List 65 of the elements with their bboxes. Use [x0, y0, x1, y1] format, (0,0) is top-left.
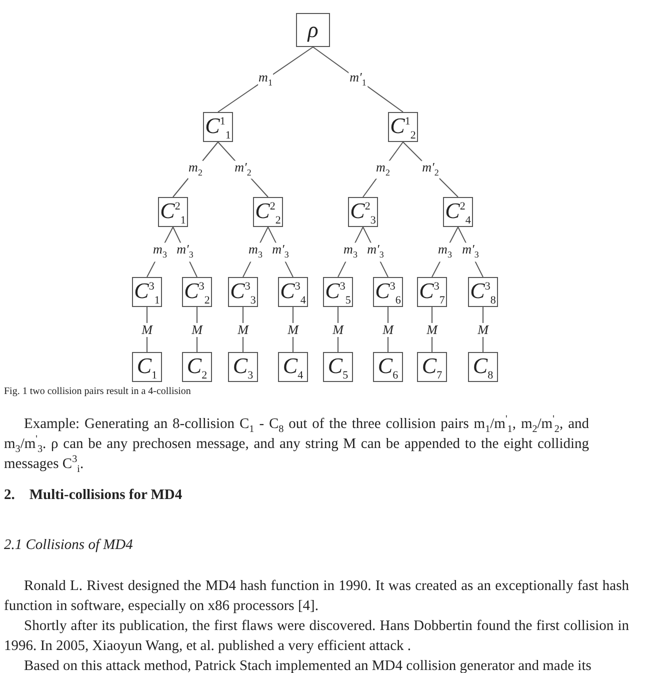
node-box — [132, 352, 162, 382]
edge-label: m′$_{2}$ — [234, 160, 252, 179]
edge-label: m′$_{3}$ — [176, 242, 194, 262]
connector-line — [432, 226, 458, 278]
math-label: C$_{7}$ — [422, 352, 442, 382]
edge-label: m′$_{3}$ — [271, 242, 290, 262]
connector-line — [146, 306, 148, 352]
edge-label: M — [236, 322, 250, 336]
edge-label: M — [190, 322, 204, 336]
node-box — [228, 352, 258, 382]
math-label: C$_{2}$ — [186, 352, 208, 382]
connector-line — [218, 142, 268, 198]
connector-line — [338, 226, 364, 278]
node-box — [373, 352, 403, 382]
connector-line — [196, 306, 198, 352]
edge-label: m$_{3}$ — [152, 242, 168, 262]
edge-label: m′$_{1}$ — [348, 70, 368, 89]
edge-label: M — [382, 322, 394, 336]
body-paragraph: Example: Generating an 8-collision C$_{1}$ - C$_{8}$ out of the three collision pairs m$_{1}$/m$^{'}$$_{1}$, m$_{2}$/m$^{'}$$_{2}$, and m$_{3}$/m$^{'}$$_{3}$. ρ can be any prechosen message, and any string M can be appended to the eight colliding messages C$^{3}$$_{i}$. — [4, 414, 589, 474]
subsection-heading: 2.1 Collisions of MD4 — [4, 536, 134, 555]
node-box — [296, 13, 330, 47]
node-box — [417, 352, 447, 382]
edge-label: m′$_{3}$ — [366, 242, 385, 262]
connector-line — [312, 46, 404, 112]
edge-label: M — [426, 322, 438, 336]
math-label: C$_{4}$ — [282, 352, 304, 382]
edge-label: m$_{2}$ — [375, 160, 391, 179]
connector-line — [242, 226, 268, 278]
connector-line — [362, 226, 388, 278]
edge-label: M — [332, 322, 344, 336]
node-box — [278, 352, 308, 382]
edge-label: m$_{3}$ — [248, 242, 264, 262]
connector-line — [268, 226, 294, 278]
connector-line — [146, 226, 174, 278]
edge-label: m$_{2}$ — [188, 160, 204, 179]
node-box — [323, 352, 353, 382]
body-paragraph: Ronald L. Rivest designed the MD4 hash function in 1990. It was created as an exceptionally fast hash function in software, especially on x86 processors [4]. — [4, 577, 629, 616]
node-box — [182, 352, 212, 382]
edge-label: m′$_{3}$ — [461, 242, 480, 262]
edge-label: M — [140, 322, 154, 336]
edge-label: M — [286, 322, 300, 336]
connector-line — [362, 142, 404, 198]
connector-line — [242, 306, 244, 352]
node-box — [468, 352, 498, 382]
section-heading: 2. Multi-collisions for MD4 — [4, 486, 184, 505]
figure-caption: Fig. 1 two collision pairs result in a 4-collision — [4, 386, 192, 398]
edge-label: M — [476, 322, 490, 336]
math-label: C$_{8}$ — [472, 352, 494, 382]
connector-line — [172, 142, 218, 198]
connector-line — [482, 306, 484, 352]
body-paragraph: Based on this attack method, Patrick Stach implemented an MD4 collision generator and made its — [23, 657, 592, 673]
connector-line — [458, 226, 484, 278]
edge-label: m$_{3}$ — [342, 242, 358, 262]
connector-line — [172, 226, 198, 278]
body-paragraph: Shortly after its publication, the first flaws were discovered. Hans Dobbertin found the first collision in 1996. In 2005, Xiaoyun Wang, et al. published a very efficient attack . — [4, 617, 629, 656]
math-label: C$_{6}$ — [378, 352, 398, 382]
math-label: C$_{1}$ — [136, 352, 158, 382]
edge-label: m′$_{2}$ — [421, 160, 440, 179]
connector-line — [218, 46, 314, 112]
math-label: ρ — [308, 17, 318, 43]
math-label: C$_{5}$ — [328, 352, 348, 382]
connector-line — [402, 142, 458, 198]
math-label: C$_{3}$ — [232, 352, 254, 382]
edge-label: m$_{3}$ — [437, 242, 453, 262]
connector-line — [292, 306, 294, 352]
